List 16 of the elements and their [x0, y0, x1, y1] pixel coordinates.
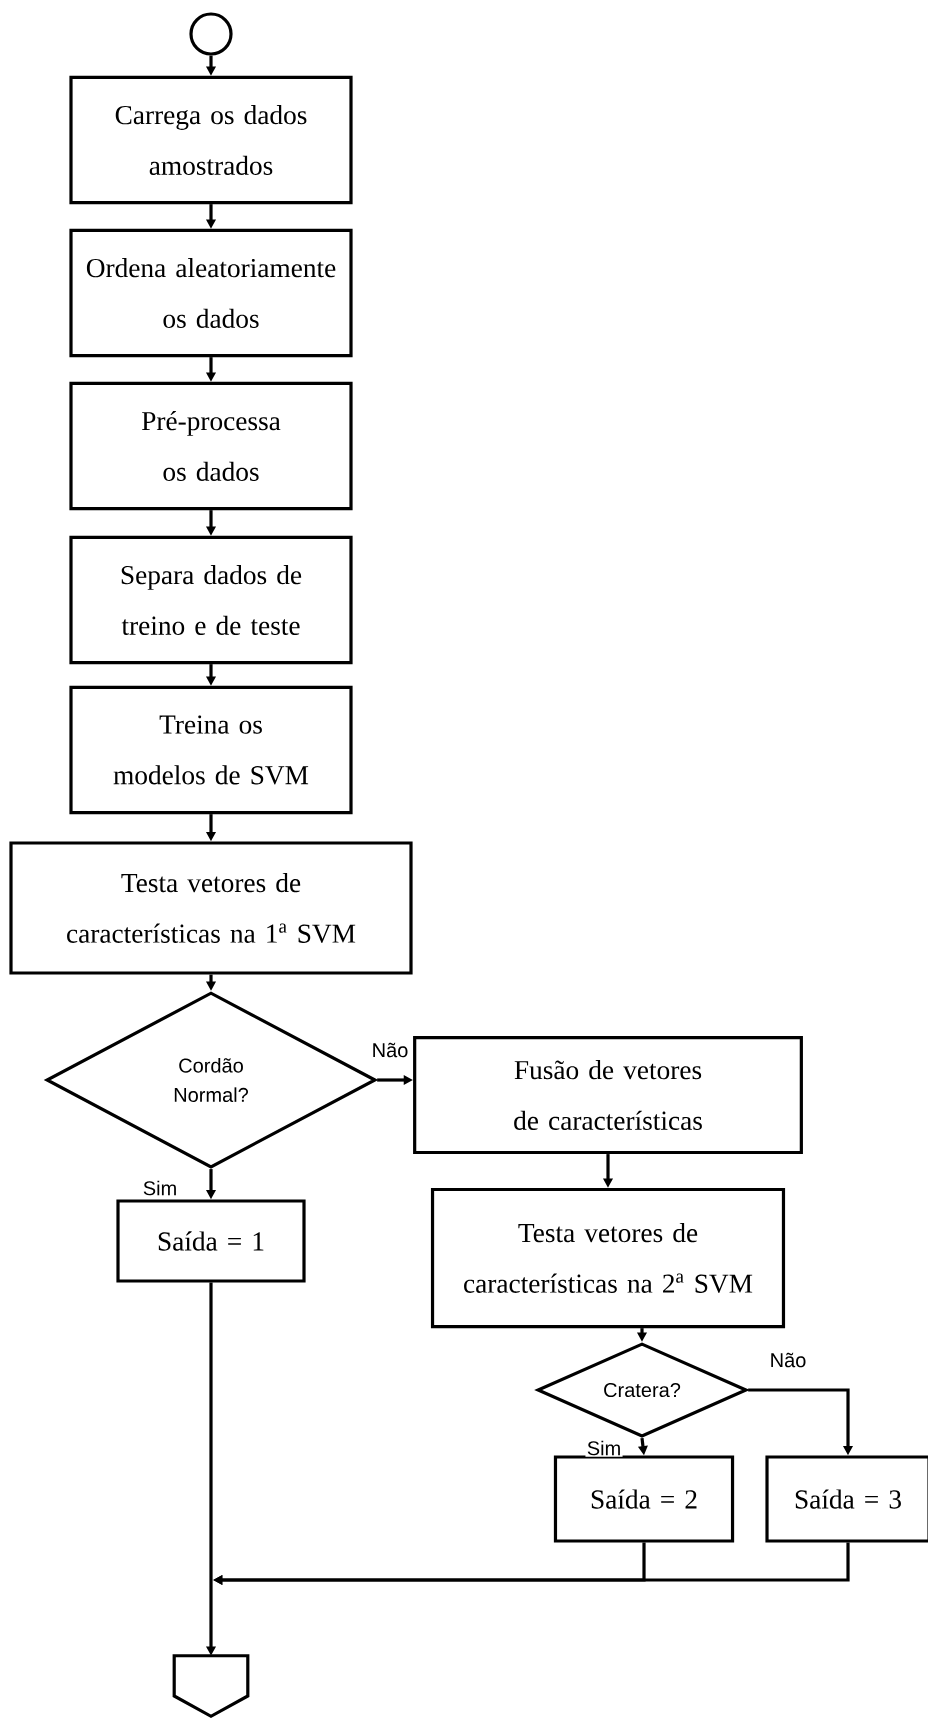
process-box: Pré-processa os dados: [69, 381, 353, 511]
process-box: Treina os modelos de SVM: [69, 685, 353, 815]
process-box: Saída = 2: [553, 1455, 735, 1543]
process-box: Testa vetores de características na 2$^{a}$ SVM: [430, 1187, 786, 1329]
edge-label: Sim: [585, 1439, 623, 1457]
process-box: Ordena aleatoriamente os dados: [69, 228, 353, 358]
start-circle: [189, 12, 233, 56]
process-box: Separa dados de treino e de teste: [69, 535, 353, 665]
edge-label: Não: [768, 1351, 808, 1369]
off-page-connector: [172, 1654, 250, 1719]
process-box: Testa vetores de características na 1$^{a}$ SVM: [9, 841, 413, 975]
process-box: Fusão de vetores de características: [413, 1035, 803, 1155]
process-box: Carrega os dados amostrados: [69, 75, 353, 205]
process-box: Saída = 3: [765, 1455, 928, 1543]
edge-label: Sim: [141, 1179, 179, 1197]
process-box: Saída = 1: [116, 1199, 306, 1283]
